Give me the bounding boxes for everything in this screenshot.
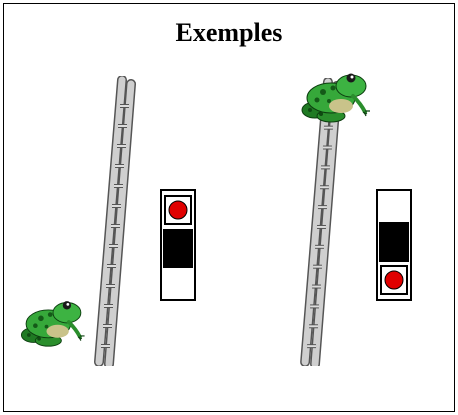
ladder-icon <box>305 82 337 364</box>
example-2 <box>302 74 412 365</box>
frog-icon <box>20 299 86 348</box>
level-indicator <box>376 189 412 301</box>
page-title: Exemples <box>175 18 283 47</box>
frog-icon <box>302 74 370 123</box>
ladder-icon <box>99 80 131 364</box>
level-indicator <box>160 189 196 301</box>
example-1 <box>20 80 196 364</box>
